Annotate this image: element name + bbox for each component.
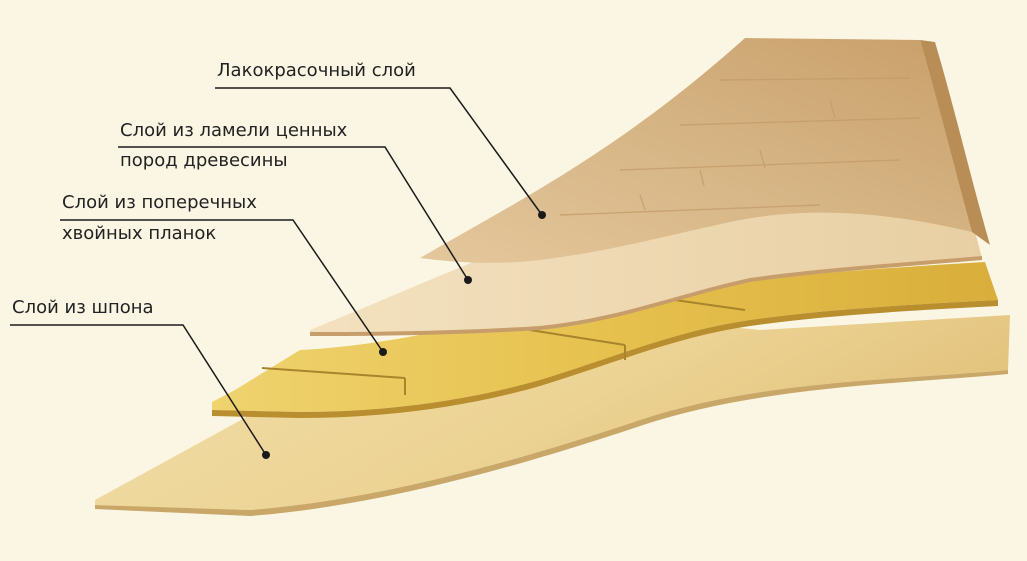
leader-top-coat (215, 87, 543, 216)
top-coat-layer (420, 38, 990, 263)
leader-dots (262, 211, 546, 459)
label-top-coat: Лакокрасочный слой (217, 60, 416, 81)
label-cross-line1: Слой из поперечных (62, 192, 257, 213)
leader-lines (10, 87, 543, 456)
leader-lamella (118, 146, 469, 281)
leader-cross-planks (60, 219, 384, 353)
veneer-layer (95, 315, 1010, 516)
label-lamella-line2: пород древесины (120, 150, 288, 171)
leader-veneer (10, 324, 267, 456)
cross-planks-layer (212, 262, 998, 418)
lamella-layer (310, 175, 982, 336)
label-cross-line2: хвойных планок (62, 223, 217, 244)
label-veneer: Слой из шпона (12, 297, 154, 318)
label-lamella-line1: Слой из ламели ценных (120, 120, 348, 141)
